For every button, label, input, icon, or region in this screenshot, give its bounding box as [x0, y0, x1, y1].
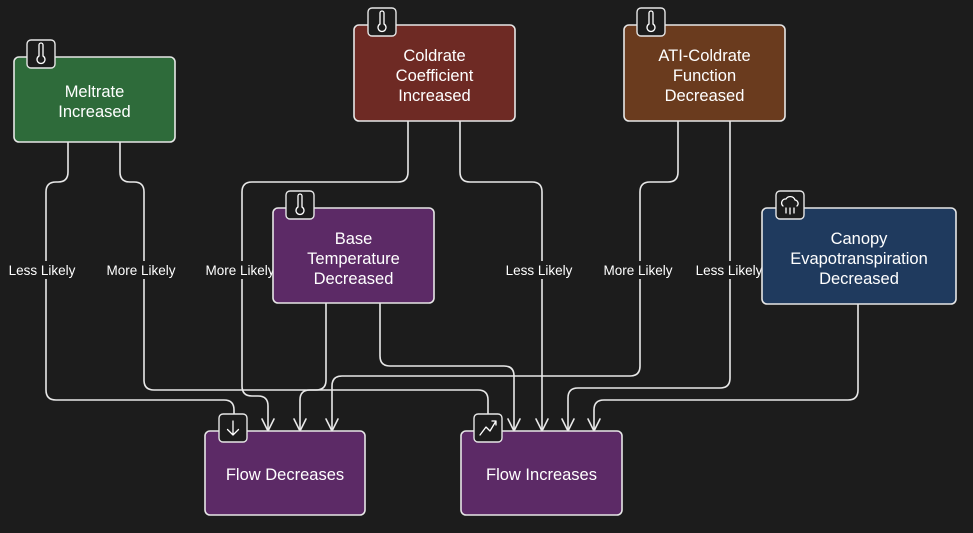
node-label: Function: [673, 67, 736, 85]
node-coldrate-coefficient-increased[interactable]: Coldrate Coefficient Increased: [353, 7, 516, 122]
node-label: Decreased: [314, 270, 394, 288]
edge-ati-flow-increases: [567, 120, 731, 432]
edge-meltrate-flow-increases: [119, 141, 489, 432]
node-label: Decreased: [665, 87, 745, 105]
thermometer-icon: [367, 7, 397, 37]
node-flow-decreases[interactable]: Flow Decreases: [204, 413, 366, 516]
node-label: Canopy: [831, 230, 889, 248]
node-canopy-evapotranspiration-decreased[interactable]: Canopy Evapotranspiration Decreased: [761, 190, 957, 305]
thermometer-icon: [285, 190, 315, 220]
node-label: Increased: [58, 103, 130, 121]
thermometer-icon: [26, 39, 56, 69]
node-label: Base: [335, 230, 373, 248]
node-base-temperature-decreased[interactable]: Base Temperature Decreased: [272, 190, 435, 304]
edge-label: More Likely: [205, 263, 274, 278]
edge-label: More Likely: [603, 263, 672, 278]
node-label: Increased: [398, 87, 470, 105]
trend-up-icon: [473, 413, 503, 443]
edge-label: Less Likely: [506, 263, 573, 278]
node-label: Temperature: [307, 250, 400, 268]
node-meltrate-increased[interactable]: Meltrate Increased: [13, 39, 176, 143]
edge-label: Less Likely: [9, 263, 76, 278]
node-flow-increases[interactable]: Flow Increases: [460, 413, 623, 516]
node-label: ATI-Coldrate: [658, 47, 750, 65]
node-label: Coefficient: [396, 67, 474, 85]
node-label: Decreased: [819, 270, 899, 288]
node-ati-coldrate-function-decreased[interactable]: ATI-Coldrate Function Decreased: [623, 7, 786, 122]
edge-canopy-flow-increases: [593, 303, 859, 432]
arrow-down-icon: [218, 413, 248, 443]
edge-base-flow-increases: [379, 302, 515, 432]
node-label: Coldrate: [403, 47, 465, 65]
edge-base-flow-decreases: [299, 302, 327, 432]
node-label: Meltrate: [65, 83, 125, 101]
thermometer-icon: [636, 7, 666, 37]
cloud-rain-icon: [775, 190, 805, 220]
node-layer: Meltrate Increased Coldrate Coefficient …: [13, 7, 957, 516]
node-label: Flow Increases: [486, 466, 597, 484]
edge-coldrate-flow-increases: [459, 120, 543, 432]
edge-label: Less Likely: [696, 263, 763, 278]
edge-coldrate-flow-decreases: [241, 120, 409, 432]
edge-label-layer: Less Likely More Likely More Likely Less…: [6, 261, 768, 279]
node-label: Flow Decreases: [226, 466, 344, 484]
edge-label: More Likely: [106, 263, 175, 278]
node-label: Evapotranspiration: [790, 250, 928, 268]
edge-meltrate-flow-decreases: [45, 141, 235, 432]
